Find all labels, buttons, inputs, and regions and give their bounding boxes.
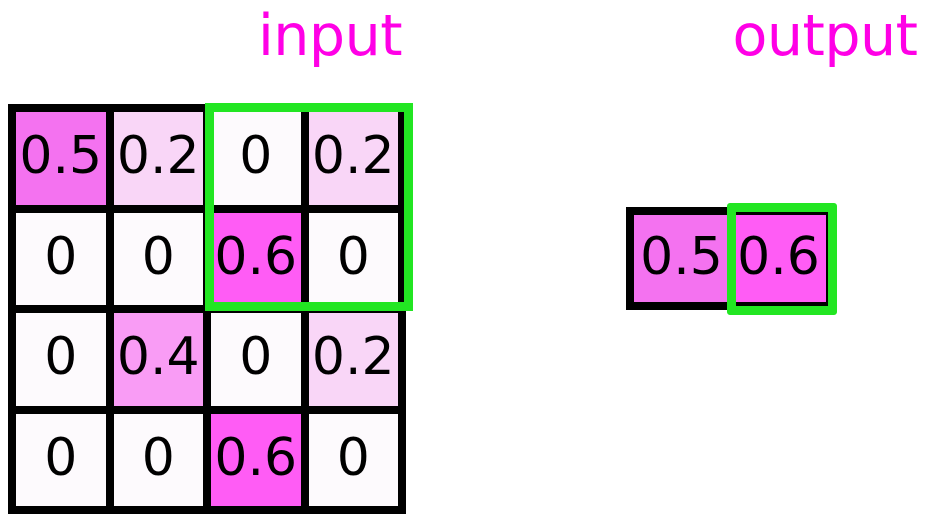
- matrix-cell-value: 0.6: [214, 226, 298, 287]
- matrix-cell-input-r0c0: 0.5: [16, 112, 106, 205]
- output-panel-title: output: [732, 3, 918, 69]
- matrix-cell-value: 0: [44, 327, 78, 388]
- matrix-cell-input-r0c1: 0.2: [113, 112, 203, 205]
- matrix-cell-input-r0c2: 0: [211, 112, 301, 205]
- matrix-cell-input-r1c2: 0.6: [211, 212, 301, 305]
- matrix-cell-value: 0: [141, 226, 175, 287]
- matrix-cell-value: 0.2: [311, 126, 395, 187]
- matrix-cell-value: 0: [44, 427, 78, 488]
- matrix-cell-value: 0.5: [640, 226, 723, 287]
- matrix-cell-input-r1c3: 0: [308, 212, 398, 305]
- matrix-cell-value: 0: [44, 226, 78, 287]
- matrix-cell-value: 0.6: [214, 427, 298, 488]
- matrix-cell-input-r1c0: 0: [16, 212, 106, 305]
- matrix-cell-input-r2c3: 0.2: [308, 313, 398, 406]
- matrix-cell-value: 0.4: [116, 327, 200, 388]
- matrix-cell-input-r3c0: 0: [16, 413, 106, 506]
- matrix-cell-value: 0: [239, 126, 273, 187]
- matrix-cell-value: 0.2: [116, 126, 200, 187]
- matrix-cell-value: 0.5: [19, 126, 103, 187]
- matrix-cell-input-r3c2: 0.6: [211, 413, 301, 506]
- matrix-cell-input-r3c3: 0: [308, 413, 398, 506]
- matrix-cell-value: 0: [239, 327, 273, 388]
- matrix-cell-input-r0c3: 0.2: [308, 112, 398, 205]
- input-panel-title: input: [257, 3, 403, 69]
- matrix-cell-output-r0c1: 0.6: [731, 215, 826, 302]
- matrix-cell-input-r2c2: 0: [211, 313, 301, 406]
- matrix-cell-value: 0.6: [737, 226, 820, 287]
- matrix-cell-input-r2c1: 0.4: [113, 313, 203, 406]
- matrix-cell-input-r2c0: 0: [16, 313, 106, 406]
- matrix-cell-value: 0.2: [311, 327, 395, 388]
- matrix-cell-input-r1c1: 0: [113, 212, 203, 305]
- matrix-cell-value: 0: [336, 427, 370, 488]
- matrix-cell-input-r3c1: 0: [113, 413, 203, 506]
- matrix-cell-output-r0c0: 0.5: [634, 215, 729, 302]
- matrix-cell-value: 0: [336, 226, 370, 287]
- matrix-cell-value: 0: [141, 427, 175, 488]
